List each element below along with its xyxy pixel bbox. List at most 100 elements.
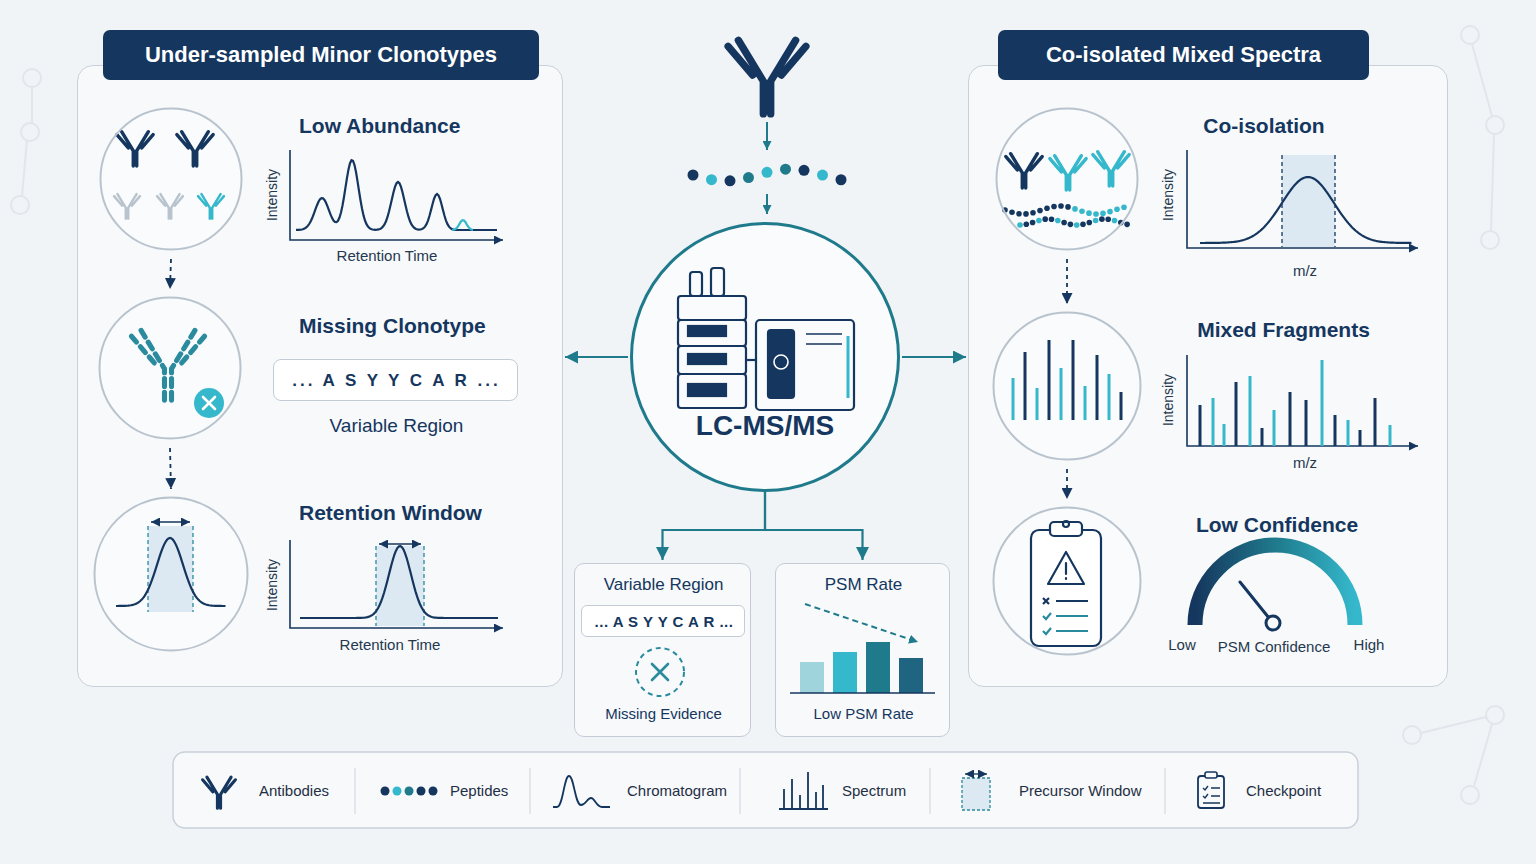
legend-icons <box>203 768 1224 814</box>
minor-peak <box>452 220 473 230</box>
fragment-bars <box>1200 360 1390 446</box>
antibody-mix <box>1042 216 1048 222</box>
instrument <box>678 374 746 408</box>
step-arrow <box>1066 469 1068 499</box>
node-label: Variable Region <box>575 575 752 595</box>
axis <box>1187 150 1418 248</box>
antibody-input <box>728 40 806 114</box>
missing-evidence-icon <box>636 648 684 696</box>
fragment-bars <box>1199 405 1202 446</box>
confidence-gauge <box>1195 545 1355 630</box>
antibody-mix <box>1024 221 1030 227</box>
instrument <box>756 320 854 410</box>
antibody-input <box>766 122 768 150</box>
decor-molecules <box>1461 26 1479 44</box>
antibody-input <box>706 174 717 185</box>
step-circle: Missing Clonotype <box>98 296 242 440</box>
gauge-label: Low <box>1112 636 1252 654</box>
checkpoint-clipboard <box>1065 563 1067 579</box>
antibody-mix <box>1087 220 1093 226</box>
node-label: PSM Rate <box>776 575 951 595</box>
circle-ground <box>99 107 241 249</box>
fragment-bars <box>1249 376 1252 446</box>
legend-icons <box>1198 776 1224 808</box>
axis-title: m/z <box>1235 454 1375 472</box>
antibody-mix <box>1105 216 1111 222</box>
checkpoint-clipboard <box>1063 521 1069 527</box>
antibody-mix <box>1099 216 1105 222</box>
psm-bars <box>800 662 824 693</box>
fragment-bars <box>1305 400 1308 446</box>
antibody-mix <box>1080 221 1086 227</box>
legend-text: Checkpoint <box>1246 782 1321 800</box>
confidence-gauge <box>1266 616 1280 630</box>
antibody-mix <box>1016 211 1022 217</box>
circle-outline <box>632 224 899 491</box>
missing-antibody <box>131 330 224 418</box>
antibody-mix <box>1049 216 1055 222</box>
legend-icons <box>962 778 990 810</box>
panel: Co-isolationMixed FragmentsLow Confidenc… <box>968 65 1448 687</box>
fragment-bars <box>1012 378 1015 420</box>
checkpoint-clipboard <box>1050 522 1082 536</box>
gauge-label: High <box>1299 636 1439 654</box>
antibody-mix <box>1093 218 1099 224</box>
antibody-mix <box>1074 222 1080 228</box>
node-label: ... A S Y Y C A R ... <box>274 360 519 402</box>
missing-evidence-icon <box>652 664 668 680</box>
legend-text: Antibodies <box>259 782 329 800</box>
instrument <box>806 334 842 344</box>
legend-icons <box>203 777 236 808</box>
antibody-group <box>114 132 224 219</box>
circle-outline <box>98 296 242 440</box>
antibody-mix <box>1002 203 1130 228</box>
decor-molecules <box>21 123 39 141</box>
antibody-mix <box>1002 207 1008 213</box>
precursor-window <box>1282 155 1335 247</box>
legend-icons <box>393 787 402 796</box>
antibody-mix <box>1118 220 1124 226</box>
legend-icons <box>965 773 987 774</box>
circle-outline <box>101 109 242 250</box>
antibody-input <box>725 175 736 186</box>
fragment-bars <box>1084 386 1087 420</box>
node-label: Missing Clonotype <box>299 313 529 338</box>
legend-icons <box>355 768 1165 814</box>
fragment-bars <box>1072 340 1075 420</box>
antibody-mix <box>1037 208 1043 214</box>
panel-ground <box>77 65 1448 828</box>
instrument <box>688 354 726 364</box>
retention-window <box>148 522 424 626</box>
antibody-group <box>157 194 183 219</box>
confidence-gauge <box>1195 545 1355 625</box>
fragment-bars <box>1359 430 1362 446</box>
antibody-input <box>780 164 791 175</box>
circle-outline <box>992 506 1142 656</box>
missing-evidence-icon <box>636 648 684 696</box>
legend-text: Spectrum <box>842 782 906 800</box>
psm-bars <box>805 604 918 642</box>
result-box: ... A S Y Y C A R ...Variable RegionMiss… <box>574 563 751 737</box>
circle-ground <box>995 107 1137 249</box>
axis-title: Retention Time <box>320 636 460 654</box>
axis <box>290 150 1418 628</box>
circle-outline <box>997 109 1138 250</box>
antibody-mix <box>1002 152 1130 228</box>
axis-title: Intensity <box>1159 330 1177 470</box>
circle-ground <box>98 296 240 438</box>
legend-icons <box>381 787 438 796</box>
circle-outline <box>99 107 243 251</box>
antibody-mix <box>1017 222 1023 228</box>
panel-ground <box>77 65 563 687</box>
missing-antibody <box>203 397 215 409</box>
instrument <box>678 268 854 410</box>
antibody-mix <box>1009 209 1015 215</box>
node-label: Low Confidence <box>1177 512 1377 537</box>
legend-icons <box>553 776 610 807</box>
circle-outline <box>630 222 900 492</box>
antibody-mix <box>1093 211 1099 217</box>
flow-arrow <box>663 492 766 560</box>
decor-molecules <box>1461 786 1479 804</box>
antibody-group <box>117 132 153 166</box>
antibody-mix <box>1100 211 1106 217</box>
